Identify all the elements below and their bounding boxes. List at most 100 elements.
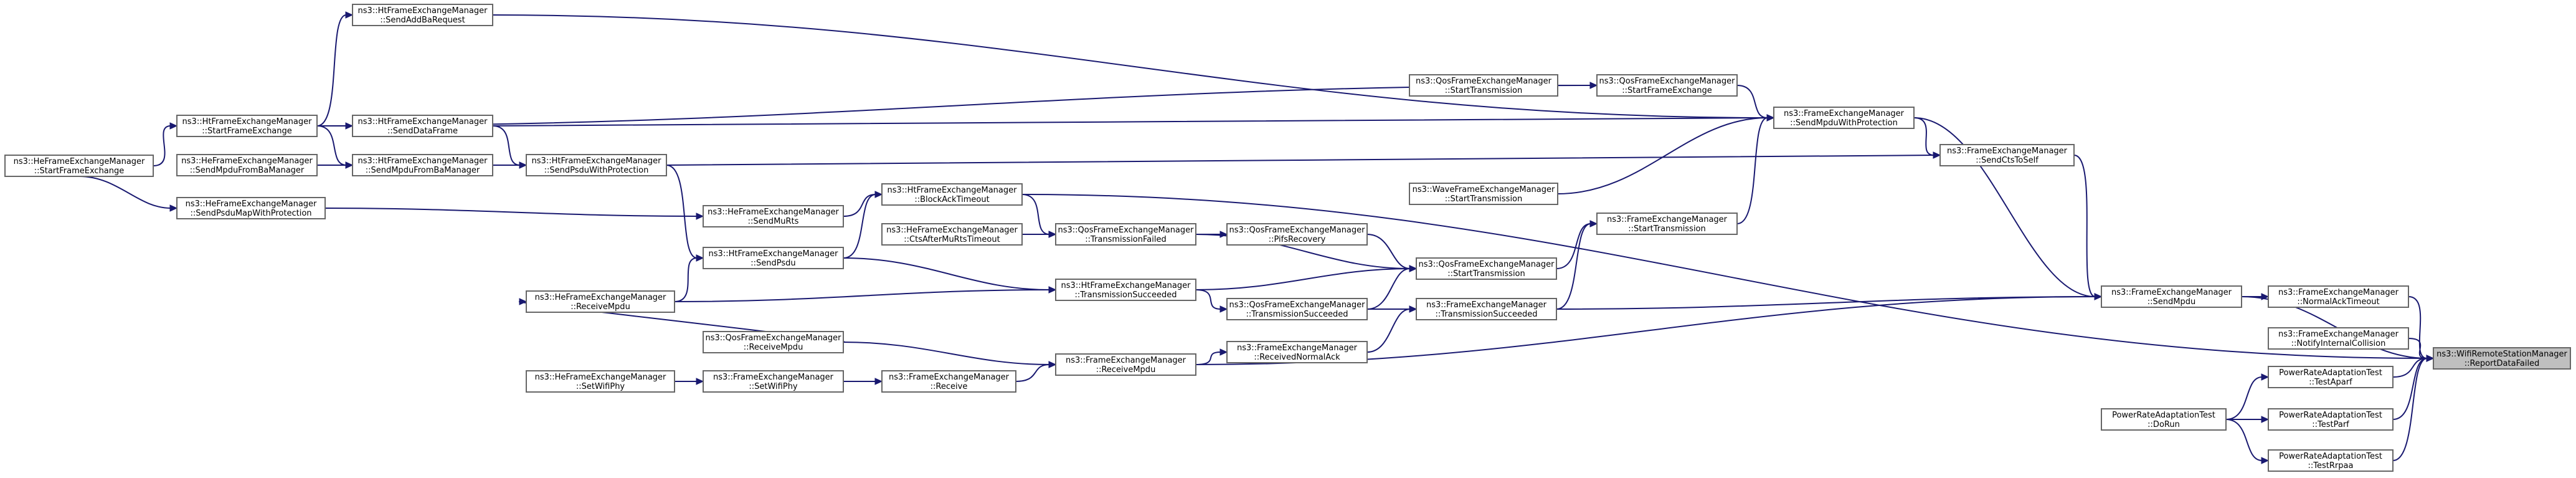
- node-pra_testRrpaa[interactable]: PowerRateAdaptationTest::TestRrpaa: [2268, 449, 2394, 472]
- node-label-line1: ns3::FrameExchangeManager: [2278, 330, 2399, 339]
- node-label-line1: ns3::HeFrameExchangeManager: [181, 156, 313, 166]
- node-label-line1: ns3::FrameExchangeManager: [1237, 343, 1358, 353]
- node-qosFEM_startTransmission[interactable]: ns3::QosFrameExchangeManager::StartTrans…: [1409, 74, 1558, 97]
- node-label-line1: ns3::HeFrameExchangeManager: [535, 293, 666, 302]
- node-htFEM_sendMuRts[interactable]: ns3::HeFrameExchangeManager::SendMuRts: [703, 205, 844, 227]
- node-htFEM_transmissionSucceeded[interactable]: ns3::HtFrameExchangeManager::Transmissio…: [1055, 279, 1196, 301]
- node-htFEM_sendMpduFromBaManager[interactable]: ns3::HtFrameExchangeManager::SendMpduFro…: [352, 154, 493, 176]
- node-heFEM_sendMpduFromBaManager[interactable]: ns3::HeFrameExchangeManager::SendMpduFro…: [176, 154, 318, 176]
- node-htFEM_sendPsdu[interactable]: ns3::HtFrameExchangeManager::SendPsdu: [703, 247, 844, 269]
- node-fem_setWifiPhy[interactable]: ns3::FrameExchangeManager::SetWifiPhy: [703, 370, 844, 393]
- node-htFEM_blockAckTimeout[interactable]: ns3::HtFrameExchangeManager::BlockAckTim…: [881, 183, 1023, 206]
- node-label-line1: ns3::HtFrameExchangeManager: [358, 6, 488, 16]
- node-pra_testParf[interactable]: PowerRateAdaptationTest::TestParf: [2268, 408, 2394, 431]
- edge-htFEM_sendMpduFromBaManager-to-htFEM_sendPsduWithProtection: [492, 161, 528, 169]
- node-qosFEM_transmissionSucceeded[interactable]: ns3::QosFrameExchangeManager::Transmissi…: [1226, 298, 1368, 320]
- edge-fem_receiveMpdu-to-fem_receivedNormalAck: [1195, 348, 1228, 365]
- edge-pra_testParf-to-root: [2392, 355, 2435, 420]
- node-label-line1: ns3::QosFrameExchangeManager: [1229, 300, 1365, 310]
- node-label-line2: ::TransmissionFailed: [1085, 235, 1166, 244]
- node-label-line1: ns3::FrameExchangeManager: [1947, 146, 2068, 156]
- edge-fem_sendMpduWithProtection-to-fem_sendCtsToSelf: [1913, 117, 1941, 159]
- edge-heFEM_startFrameExchange-to-htFEM_startFrameExchange: [153, 122, 178, 166]
- node-label-line2: ::DoRun: [2147, 420, 2180, 429]
- edge-htFEM_sendDataFrame-to-htFEM_sendPsduWithProtection: [492, 125, 528, 169]
- node-fem_receive[interactable]: ns3::FrameExchangeManager::Receive: [881, 370, 1016, 393]
- node-label-line2: ::StartTransmission: [1445, 194, 1523, 204]
- node-fem_receivedNormalAck[interactable]: ns3::FrameExchangeManager::ReceivedNorma…: [1226, 341, 1368, 363]
- node-label-line2: ::CtsAfterMuRtsTimeout: [904, 235, 1000, 244]
- node-htFEM_sendAddBaRequest[interactable]: ns3::HtFrameExchangeManager::SendAddBaRe…: [352, 4, 493, 26]
- node-htFEM_startFrameExchange[interactable]: ns3::HtFrameExchangeManager::StartFrameE…: [176, 115, 318, 137]
- node-label-line1: ns3::FrameExchangeManager: [1607, 215, 1728, 224]
- node-label-line1: ns3::QosFrameExchangeManager: [705, 333, 841, 343]
- node-heFEM_setWifiPhy[interactable]: ns3::HeFrameExchangeManager::SetWifiPhy: [526, 370, 675, 393]
- node-label-line2: ::SendMpdu: [2147, 297, 2195, 307]
- node-label-line2: ::TestRrpaa: [2308, 461, 2354, 471]
- node-label-line2: ::ReportDataFailed: [2465, 359, 2540, 368]
- node-fem_transmissionSucceeded[interactable]: ns3::FrameExchangeManager::TransmissionS…: [1416, 298, 1557, 320]
- node-label-line2: ::SendDataFrame: [387, 127, 458, 136]
- node-pra_doRun[interactable]: PowerRateAdaptationTest::DoRun: [2101, 408, 2227, 431]
- node-label-line2: ::ReceiveMpdu: [1096, 365, 1156, 375]
- node-label-line2: ::SendMpduFromBaManager: [190, 166, 305, 175]
- node-pra_testAparf[interactable]: PowerRateAdaptationTest::TestAparf: [2268, 366, 2394, 388]
- edge-qosFEM_startTransmission-to-qosFEM_startFrameExchange: [1557, 82, 1598, 89]
- node-label-line2: ::Receive: [930, 382, 968, 391]
- edge-htFEM_sendPsdu-to-htFEM_transmissionSucceeded: [843, 257, 1057, 294]
- node-label-line2: ::SetWifiPhy: [576, 382, 625, 391]
- edge-fem_sendCtsToSelf-to-fem_sendMpdu: [2073, 155, 2103, 300]
- node-qosFEM_receiveMpdu[interactable]: ns3::QosFrameExchangeManager::ReceiveMpd…: [703, 331, 844, 353]
- edge-qosFEM_receiveMpdu-to-fem_receiveMpdu: [843, 342, 1057, 368]
- edge-pra_doRun-to-pra_testParf: [2226, 416, 2270, 423]
- node-label-line2: ::StartTransmission: [1628, 224, 1706, 234]
- node-heFEM_receiveMpdu[interactable]: ns3::HeFrameExchangeManager::ReceiveMpdu: [526, 290, 675, 313]
- node-qosFEM_startTransmission2[interactable]: ns3::QosFrameExchangeManager::StartTrans…: [1416, 257, 1557, 280]
- node-label-line1: ns3::HtFrameExchangeManager: [358, 117, 488, 127]
- edge-fem_startTransmission-to-fem_sendMpduWithProtection: [1736, 114, 1775, 224]
- node-label-line1: ns3::QosFrameExchangeManager: [1416, 77, 1552, 86]
- node-qosFEM_pifsRecovery[interactable]: ns3::QosFrameExchangeManager::PifsRecove…: [1226, 223, 1368, 246]
- edge-htFEM_sendPsdu-to-htFEM_blockAckTimeout: [843, 191, 883, 259]
- node-label-line1: ns3::QosFrameExchangeManager: [1418, 260, 1555, 269]
- node-qosFEM_startFrameExchange[interactable]: ns3::QosFrameExchangeManager::StartFrame…: [1596, 74, 1738, 97]
- node-label-line2: ::SendCtsToSelf: [1976, 156, 2039, 165]
- node-label-line2: ::SendPsduMapWithProtection: [190, 209, 311, 218]
- node-fem_sendMpdu[interactable]: ns3::FrameExchangeManager::SendMpdu: [2101, 285, 2242, 308]
- node-label-line1: ns3::WifiRemoteStationManager: [2436, 350, 2567, 359]
- node-label-line1: ns3::FrameExchangeManager: [1426, 300, 1547, 310]
- node-fem_normalAckTimeout[interactable]: ns3::FrameExchangeManager::NormalAckTime…: [2268, 285, 2409, 308]
- node-fem_startTransmission[interactable]: ns3::FrameExchangeManager::StartTransmis…: [1596, 213, 1738, 235]
- node-heFEM_sendPsduMapWithProtection[interactable]: ns3::HeFrameExchangeManager::SendPsduMap…: [176, 197, 326, 219]
- node-fem_receiveMpdu[interactable]: ns3::FrameExchangeManager::ReceiveMpdu: [1055, 353, 1196, 376]
- node-qosFEM_transmissionFailed[interactable]: ns3::QosFrameExchangeManager::Transmissi…: [1055, 223, 1196, 246]
- node-heFEM_startFrameExchange[interactable]: ns3::HeFrameExchangeManager::StartFrameE…: [4, 155, 154, 177]
- node-label-line1: ns3::HeFrameExchangeManager: [14, 157, 145, 166]
- node-label-line2: ::BlockAckTimeout: [914, 195, 989, 204]
- edge-heFEM_receiveMpdu-to-htFEM_sendPsdu: [674, 254, 704, 302]
- node-label-line1: ns3::WaveFrameExchangeManager: [1413, 185, 1555, 194]
- node-label-line2: ::PifsRecovery: [1269, 235, 1326, 244]
- node-label-line1: ns3::HtFrameExchangeManager: [709, 249, 839, 259]
- edge-pra_testRrpaa-to-root: [2392, 355, 2435, 461]
- edge-waveFEM_startTransmission-to-fem_sendMpduWithProtection: [1557, 114, 1775, 194]
- node-fem_sendMpduWithProtection[interactable]: ns3::FrameExchangeManager::SendMpduWithP…: [1773, 107, 1915, 129]
- node-waveFEM_startTransmission[interactable]: ns3::WaveFrameExchangeManager::StartTran…: [1409, 183, 1558, 205]
- node-htFEM_sendPsduWithProtection[interactable]: ns3::HtFrameExchangeManager::SendPsduWit…: [526, 154, 667, 176]
- node-label-line1: ns3::HtFrameExchangeManager: [1061, 281, 1191, 290]
- node-label-line2: ::SendMuRts: [748, 217, 799, 226]
- node-label-line1: PowerRateAdaptationTest: [2279, 368, 2382, 378]
- edge-htFEM_blockAckTimeout-to-qosFEM_transmissionFailed: [1021, 194, 1057, 238]
- edge-heFEM_setWifiPhy-to-fem_setWifiPhy: [675, 378, 704, 385]
- node-label-line2: ::SetWifiPhy: [749, 382, 798, 391]
- edge-htFEM_transmissionSucceeded-to-qosFEM_transmissionSucceeded: [1195, 289, 1228, 313]
- node-fem_notifyInternalCollision[interactable]: ns3::FrameExchangeManager::NotifyInterna…: [2268, 327, 2409, 350]
- node-heFEM_ctsAfterMuRtsTimeout[interactable]: ns3::HeFrameExchangeManager::CtsAfterMuR…: [881, 223, 1023, 246]
- node-htFEM_sendDataFrame[interactable]: ns3::HtFrameExchangeManager::SendDataFra…: [352, 115, 493, 137]
- node-label-line1: PowerRateAdaptationTest: [2279, 452, 2382, 461]
- node-fem_sendCtsToSelf[interactable]: ns3::FrameExchangeManager::SendCtsToSelf: [1939, 144, 2075, 166]
- node-root[interactable]: ns3::WifiRemoteStationManager::ReportDat…: [2433, 347, 2571, 370]
- node-label-line1: ns3::HtFrameExchangeManager: [358, 156, 488, 166]
- node-label-line1: ns3::HtFrameExchangeManager: [532, 156, 662, 166]
